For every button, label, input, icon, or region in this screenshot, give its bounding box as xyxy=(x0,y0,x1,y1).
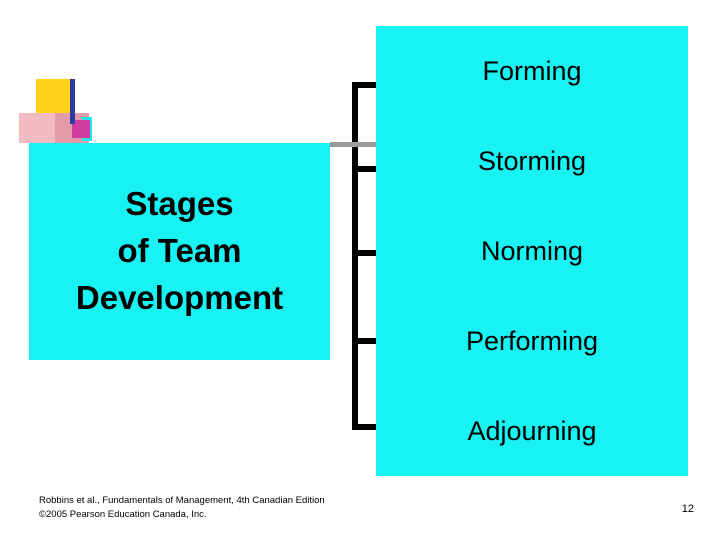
stage-label-norming: Norming xyxy=(480,235,584,266)
stage-box-norming: Norming xyxy=(376,206,688,296)
connector-branch-5 xyxy=(352,424,376,430)
stage-box-performing: Performing xyxy=(376,296,688,386)
decoration-yellow-block xyxy=(36,79,70,113)
page-number: 12 xyxy=(681,503,694,515)
decoration-blue-bar xyxy=(70,79,75,124)
stage-box-forming: Forming xyxy=(376,26,688,116)
stage-box-storming: Storming xyxy=(376,116,688,206)
stage-label-performing: Performing xyxy=(465,325,599,356)
connector-branch-3 xyxy=(352,250,376,256)
stage-label-adjourning: Adjourning xyxy=(467,415,597,446)
stage-label-storming: Storming xyxy=(477,145,587,176)
footer-citation: Robbins et al., Fundamentals of Manageme… xyxy=(39,494,325,523)
connector-branch-4 xyxy=(352,338,376,344)
footer-line-2: ©2005 Pearson Education Canada, Inc. xyxy=(39,509,207,521)
connector-branch-1 xyxy=(352,82,376,88)
footer-line-1: Robbins et al., Fundamentals of Manageme… xyxy=(39,495,325,506)
stage-label-forming: Forming xyxy=(482,55,582,86)
connector-branch-2 xyxy=(352,166,376,172)
connector-vertical-line xyxy=(352,82,358,430)
connector-stub-main xyxy=(330,142,378,147)
decoration-magenta-block xyxy=(72,120,90,138)
main-concept-title: Stages of Team Development xyxy=(75,185,284,316)
main-concept-box: Stages of Team Development xyxy=(29,143,330,360)
stage-box-adjourning: Adjourning xyxy=(376,386,688,476)
